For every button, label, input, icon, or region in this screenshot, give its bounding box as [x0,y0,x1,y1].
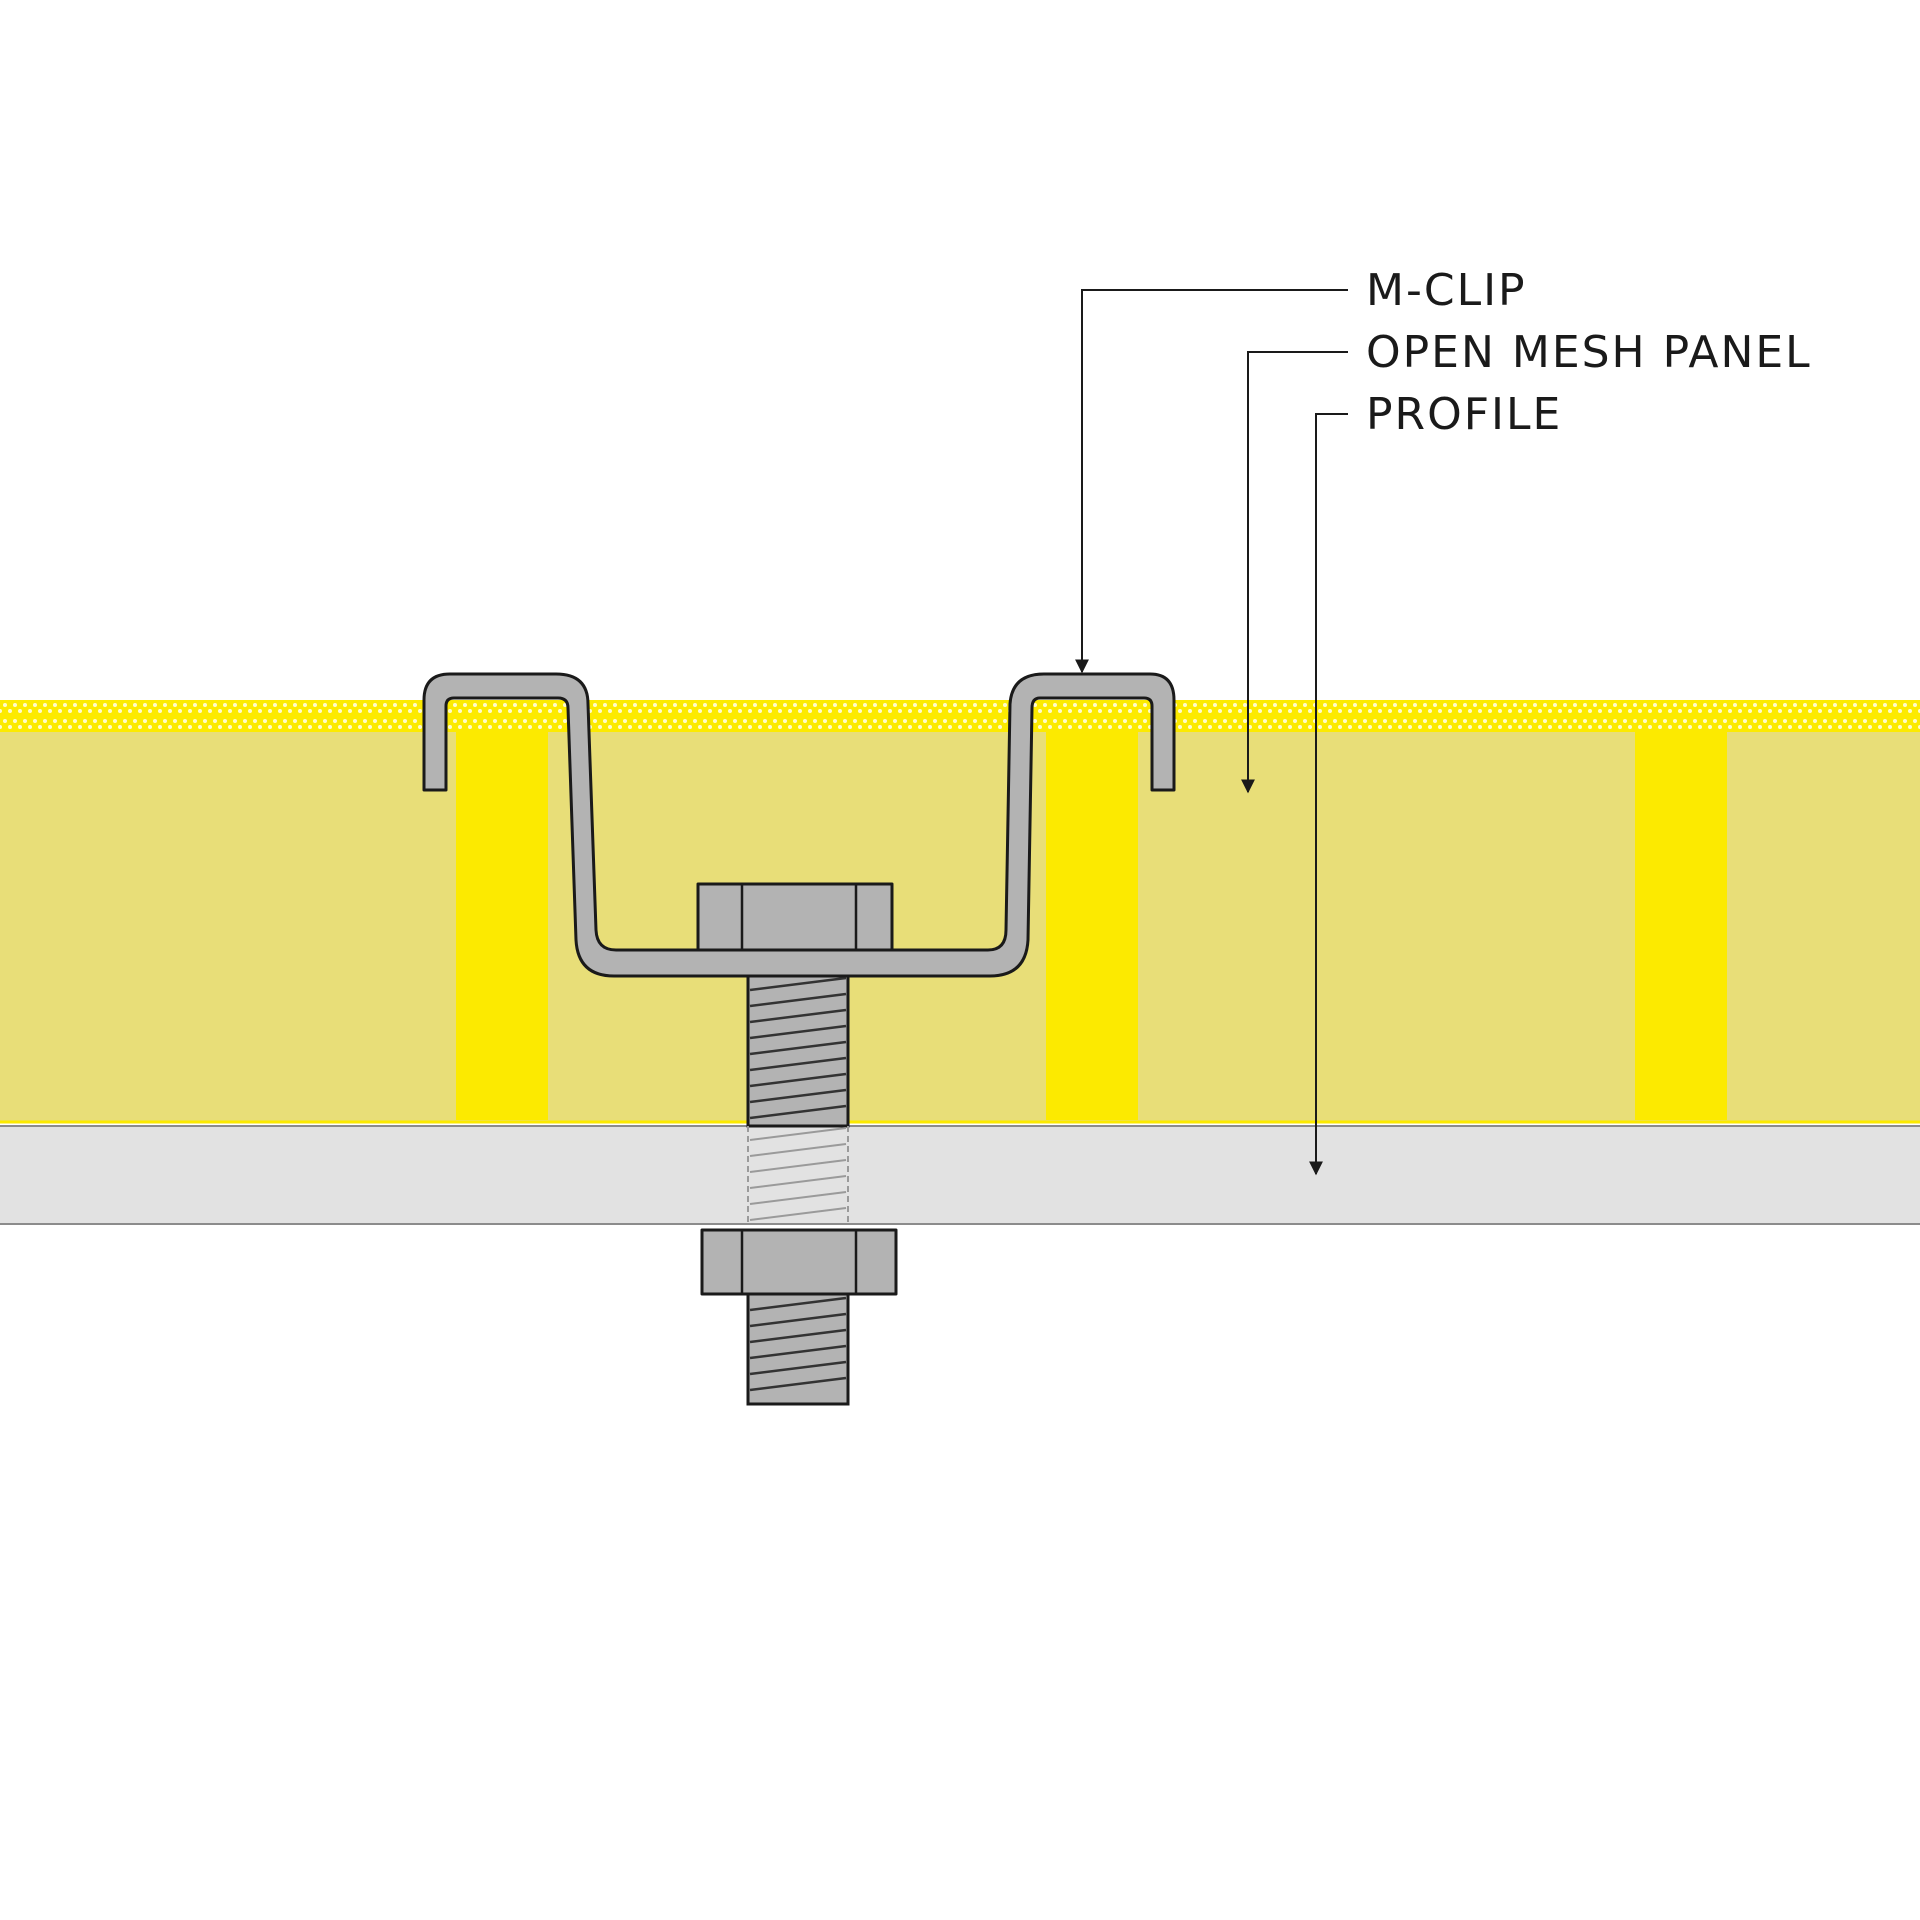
bolt-shank-hidden [747,1126,849,1226]
open-mesh-panel [0,700,1920,1124]
label-open-mesh-panel: OPEN MESH PANEL [1366,327,1812,378]
panel-serrated-top-edge [0,700,1920,732]
panel-bearing-bar [1635,730,1727,1120]
leader-open-mesh-panel [1241,351,1348,794]
leader-profile [1309,413,1348,1176]
bolt-shank-upper [746,972,850,1128]
panel-bearing-bar [1046,730,1138,1120]
label-m-clip: M-CLIP [1366,265,1527,316]
m-clip [422,672,1176,978]
upper-nut [696,882,894,952]
lower-nut [700,1228,898,1296]
label-profile: PROFILE [1366,389,1562,440]
leader-m-clip [1075,289,1348,674]
profile-beam [0,1125,1920,1225]
bolt-shank-lower [746,1292,850,1406]
panel-bearing-bar [456,730,548,1120]
